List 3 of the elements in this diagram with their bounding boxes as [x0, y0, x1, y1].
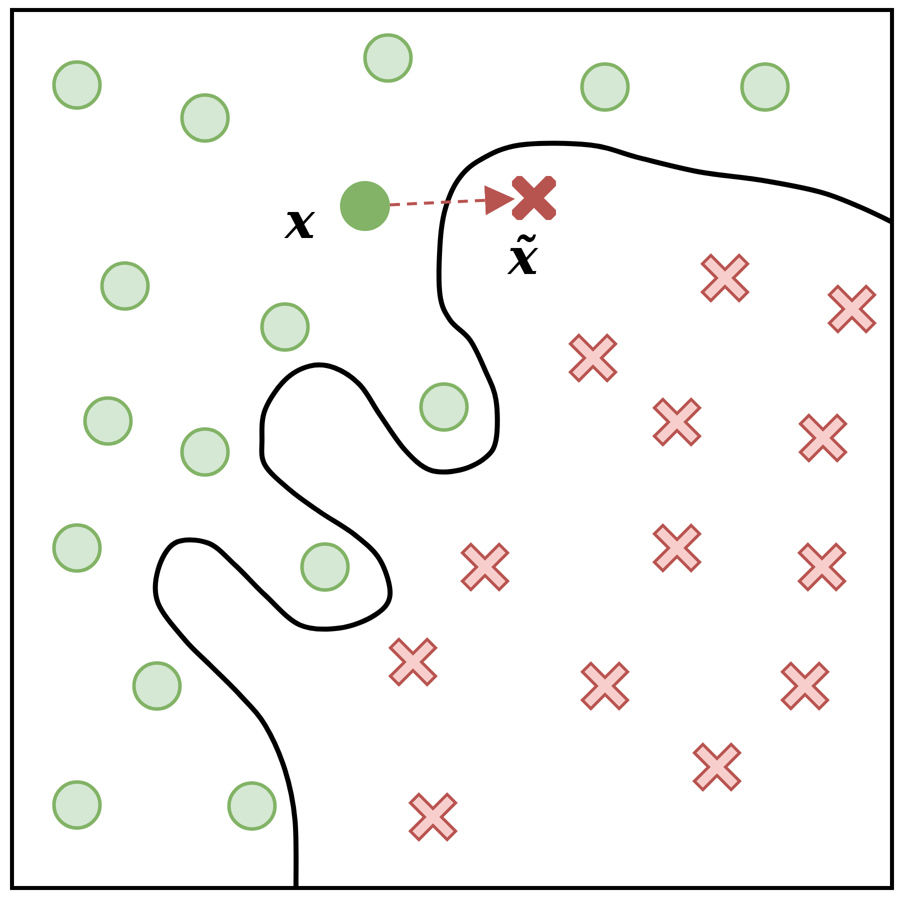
arrow	[390, 185, 516, 216]
variable-label: x̃	[508, 232, 538, 282]
variable-label: x	[285, 196, 315, 246]
